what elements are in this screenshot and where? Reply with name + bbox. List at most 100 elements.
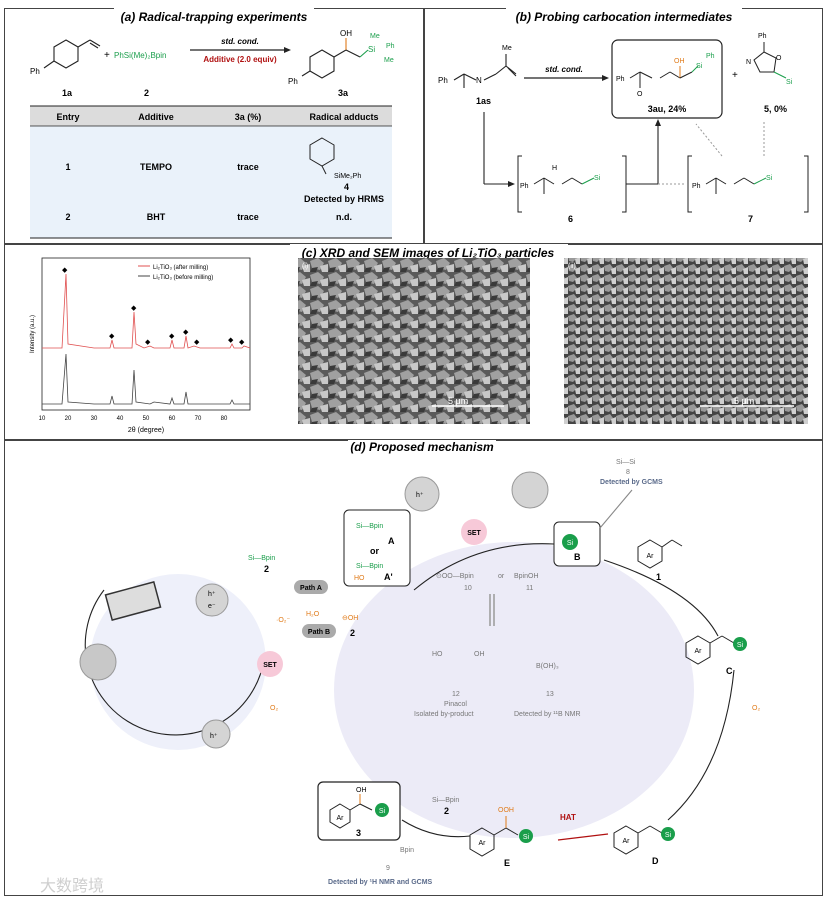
cycle-arrow-e-to-3	[401, 819, 471, 838]
arrowhead	[602, 75, 609, 81]
light-source	[104, 581, 162, 621]
5-o: O	[776, 55, 782, 62]
arrow-top-a: std. cond.	[221, 37, 259, 46]
1as-me: Me	[502, 45, 512, 52]
label-7: 7	[748, 214, 753, 224]
oh-minus: ⊖OH	[342, 615, 358, 622]
label-5: 5, 0%	[764, 104, 787, 114]
arrow-bottom-a: Additive (2.0 equiv)	[203, 55, 277, 64]
xrd-before-milling-series	[42, 353, 250, 405]
ph-label-3a: Ph	[288, 77, 298, 86]
si-si-num: 8	[626, 469, 630, 476]
boh3-note: Detected by ¹¹B NMR	[514, 711, 581, 718]
path-b: Path B	[308, 629, 330, 636]
xrd-xtick-70: 70	[195, 416, 202, 422]
photo-cycle-arc	[84, 589, 265, 736]
peroxy-d	[613, 825, 663, 855]
a-prime-si-bpin: Si—Bpin	[356, 563, 383, 570]
arrow-to-si-si	[599, 489, 633, 529]
adduct-note: Detected by HRMS	[304, 194, 384, 204]
th-adducts: Radical adducts	[309, 112, 378, 122]
compound-3au	[629, 65, 699, 88]
radical-c	[685, 635, 735, 665]
arrow-top-b: std. cond.	[545, 65, 583, 74]
reagent-2-3: 2	[444, 806, 449, 816]
sem-image-1	[298, 258, 530, 424]
xrd-xtick-80: 80	[221, 416, 228, 422]
xrd-chart: ◆ ◆ ◆ ◆ ◆ ◆ ◆ ◆ ◆ Li₂TiO₃ (after milling…	[30, 257, 251, 434]
e-label: E	[504, 858, 510, 868]
a-si-bpin: Si—Bpin	[356, 523, 383, 530]
h-plus-2: h⁺	[210, 733, 218, 740]
7-si: Si	[766, 175, 773, 182]
o2-2: O₂	[752, 705, 760, 712]
e-ar: Ar	[479, 840, 487, 847]
compound-3a	[301, 38, 369, 79]
a-ho: HO	[354, 575, 365, 582]
hat-arrow	[557, 833, 609, 841]
e-si: Si	[523, 834, 530, 841]
silyl-bpin-num: 9	[386, 865, 390, 872]
xrd-diamond-3: ◆	[131, 305, 137, 312]
row2-adduct: n.d.	[336, 212, 352, 222]
xrd-xtick-60: 60	[169, 416, 176, 422]
pinacol-oh: OH	[474, 651, 485, 658]
xrd-xtick-40: 40	[117, 416, 124, 422]
panel-a: (a) Radical-trapping experiments Ph 1a +…	[30, 8, 395, 239]
3au-oh: OH	[674, 58, 685, 65]
5-n: N	[746, 59, 751, 66]
6-h: H	[552, 165, 557, 172]
main-cycle-arrow	[413, 543, 555, 591]
row1-additive: TEMPO	[140, 162, 172, 172]
xrd-diamond-8: ◆	[228, 337, 234, 344]
3au-si: Si	[696, 63, 703, 70]
xrd-legend-before: Li₂TiO₃ (before milling)	[153, 275, 213, 281]
product-ar: Ar	[337, 815, 345, 822]
arrowhead	[508, 181, 515, 187]
set-bubble-1	[257, 651, 283, 677]
reagent-2-1: 2	[264, 564, 269, 574]
h-plus-top: h⁺	[416, 492, 424, 499]
sem1-label: (i)	[302, 263, 308, 270]
product-oh: OH	[356, 787, 367, 794]
a-label: A	[388, 536, 395, 546]
b-label: B	[574, 552, 581, 562]
5-si: Si	[786, 79, 793, 86]
arrowhead	[655, 119, 661, 126]
pinacol-num: 12	[452, 691, 460, 698]
b-si-dot	[562, 534, 578, 550]
a-or: or	[370, 546, 379, 556]
th-entry: Entry	[56, 112, 79, 122]
photocatalyst-cycle-bg	[90, 574, 266, 750]
compound-5	[753, 42, 787, 79]
path-b-pill[interactable]	[302, 624, 336, 638]
row2-entry: 2	[65, 212, 70, 222]
xrd-ylabel: Intensity (a.u.)	[30, 315, 36, 353]
label-3a: 3a	[338, 88, 349, 98]
path-a-pill[interactable]	[294, 580, 328, 594]
d-si-dot	[661, 827, 675, 841]
set-1: SET	[263, 662, 277, 669]
a-prime-label: A'	[384, 572, 393, 582]
xrd-diamond-5: ◆	[169, 333, 175, 340]
product-si-dot	[375, 803, 389, 817]
si-bpin-2: Si—Bpin	[432, 797, 459, 804]
cation-7	[705, 177, 767, 194]
e-minus-1: e⁻	[208, 603, 216, 610]
b-si: Si	[567, 540, 574, 547]
pinacol-note: Isolated by-product	[414, 711, 474, 718]
product-3	[329, 794, 373, 829]
reduced-sphere-top	[511, 471, 549, 509]
adduct-label: 4	[344, 182, 349, 192]
th-yield: 3a (%)	[235, 112, 262, 122]
panel-d-title: (d) Proposed mechanism	[350, 440, 494, 454]
silyl-bpin-note: Detected by ¹H NMR and GCMS	[328, 879, 433, 886]
bracket-7	[687, 155, 809, 213]
byprod-11: BpinOH	[514, 573, 539, 580]
panel-b-title: (b) Probing carbocation intermediates	[516, 10, 733, 24]
silyl-bpin: Bpin	[400, 847, 414, 854]
boh3-num: 13	[546, 691, 554, 698]
compound-1a	[43, 39, 101, 69]
o2-radical: ·O₂⁻	[276, 617, 290, 624]
c-si: Si	[737, 642, 744, 649]
